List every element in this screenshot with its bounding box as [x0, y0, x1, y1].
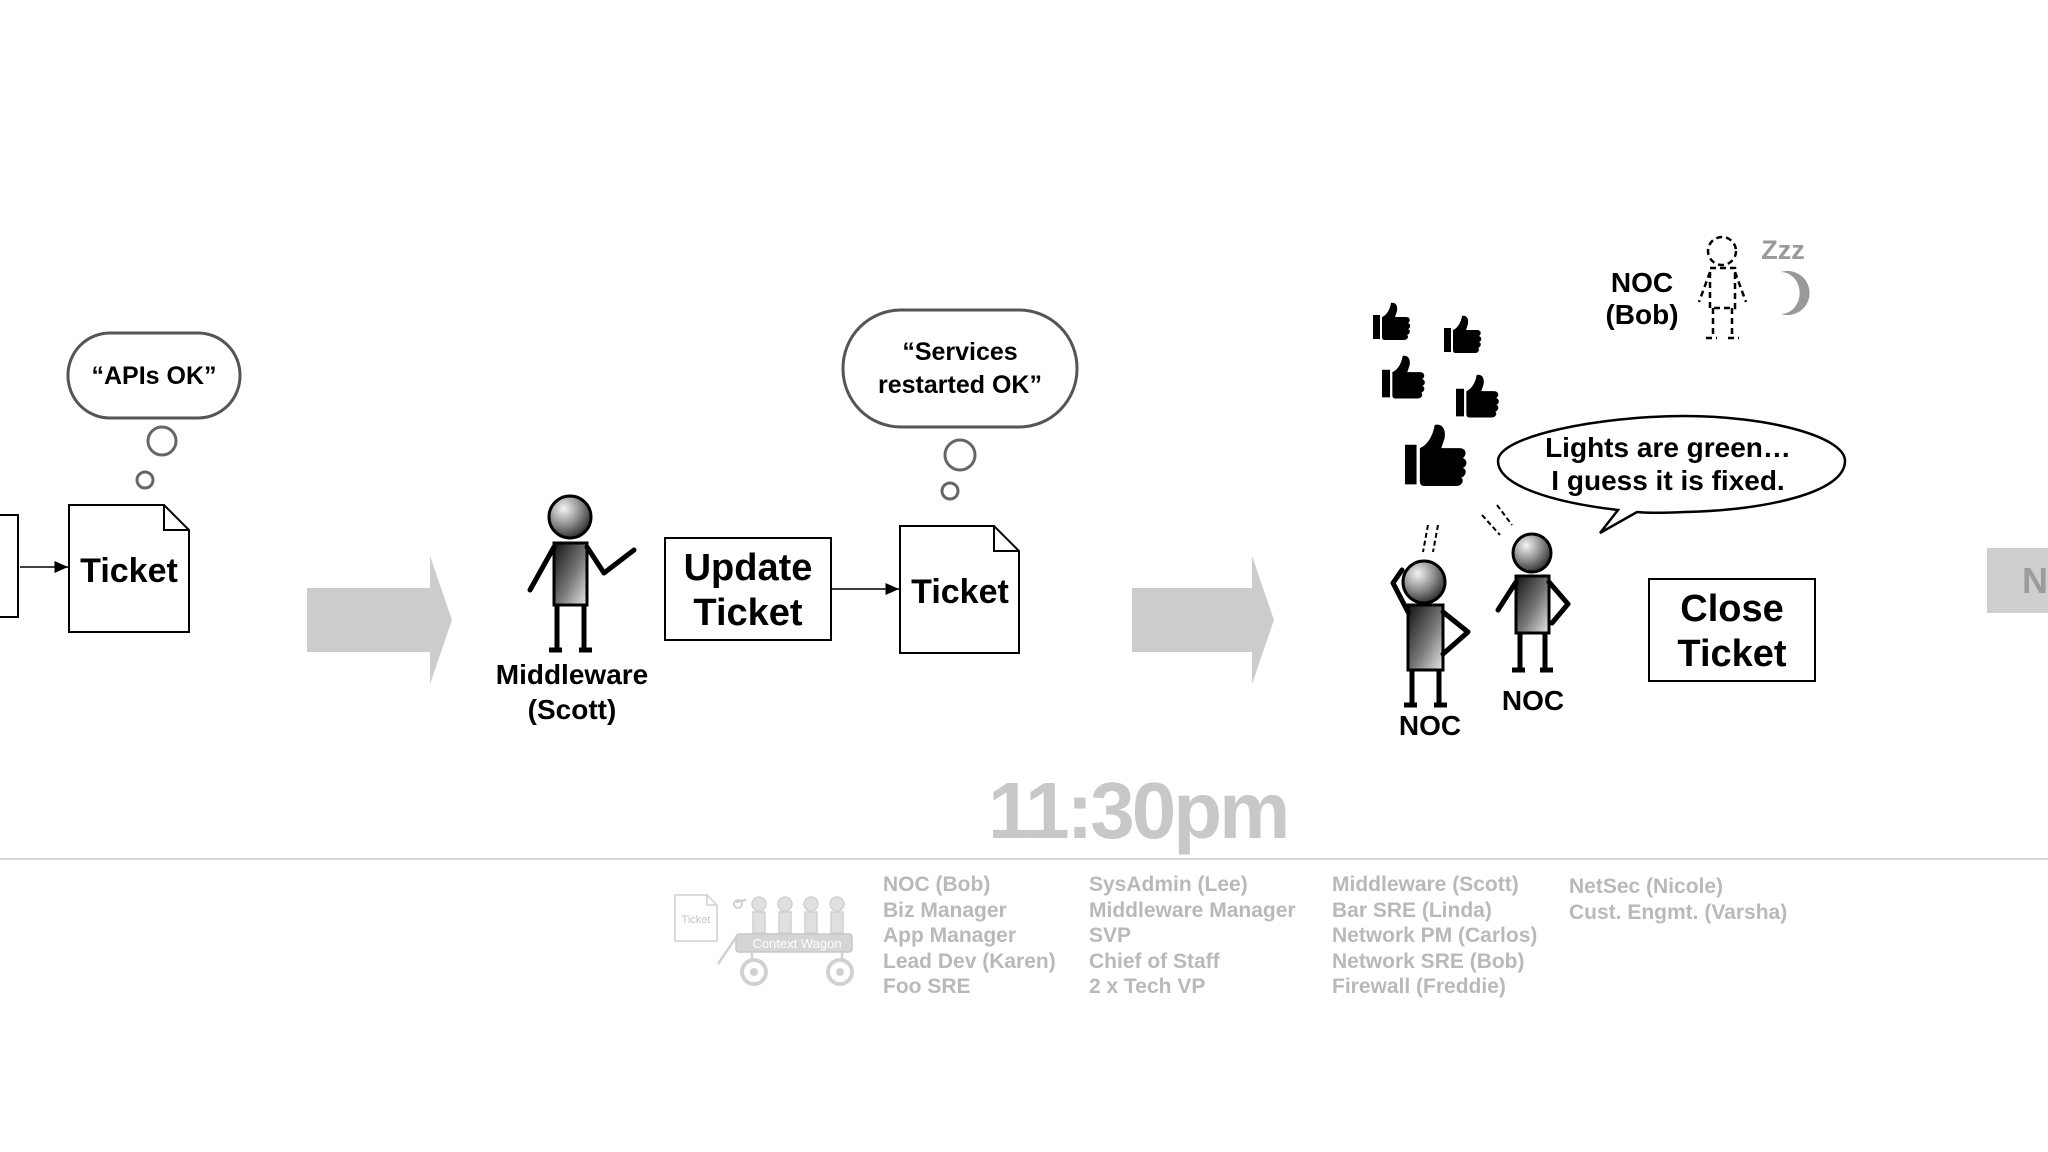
scene2: Middleware (Scott) Update Ticket Ticket … [496, 308, 1079, 725]
time-label: 11:30pm [988, 766, 1290, 855]
speech-text: Lights are green… [1545, 432, 1791, 463]
thought-bubble-2: “Services restarted OK” [841, 308, 1079, 501]
action-label: Close [1680, 588, 1783, 630]
sleeper-name: (Bob) [1605, 299, 1678, 330]
roster-entry: Network PM (Carlos) [1332, 924, 1538, 947]
moon-icon [1781, 271, 1810, 315]
speech-bubble: Lights are green… I guess it is fixed. [1496, 414, 1847, 535]
ticket-label: Ticket [80, 552, 178, 590]
sleeping-noc: NOC (Bob) Zzz [1605, 235, 1810, 340]
roster-column-3: Middleware (Scott) Bar SRE (Linda) Netwo… [1332, 872, 1537, 1000]
roster-entry: 2 x Tech VP [1089, 975, 1206, 998]
divider [0, 858, 2048, 860]
roster-column-1: NOC (Bob) Biz Manager App Manager Lead D… [883, 872, 1056, 1000]
update-ticket-box: Update Ticket [664, 537, 832, 641]
ticket-document-1: Ticket [68, 504, 190, 633]
roster-entry: Foo SRE [883, 975, 971, 998]
wagon-label: Context Wagon [752, 936, 841, 951]
roster-entry: Firewall (Freddie) [1332, 975, 1506, 998]
sleeper-name: NOC [1611, 267, 1673, 298]
action-label: Ticket [693, 592, 802, 634]
stick-figure-middleware: Middleware (Scott) [496, 494, 648, 725]
person-name: NOC [1399, 710, 1461, 741]
roster-entry: App Manager [883, 924, 1017, 947]
person-name: Middleware [496, 659, 648, 690]
roster-entry: Middleware Manager [1089, 898, 1296, 922]
dashed-stick-figure-icon [1697, 235, 1748, 340]
roster-entry: NetSec (Nicole) [1569, 875, 1724, 898]
roster-entry: Biz Manager [883, 898, 1007, 922]
roster-entry: Cust. Engmt. (Varsha) [1569, 900, 1788, 924]
ticket-document-2: Ticket [899, 525, 1020, 654]
thumbs-up-icons [1373, 302, 1499, 487]
roster-entry: Bar SRE (Linda) [1332, 898, 1492, 922]
roster-column-2: SysAdmin (Lee) Middleware Manager SVP Ch… [1089, 872, 1296, 1000]
action-label: Ticket [1677, 633, 1786, 675]
roster-entry: Network SRE (Bob) [1332, 949, 1525, 973]
roster-entry: Chief of Staff [1089, 949, 1220, 973]
next-slide-tab[interactable]: N [1987, 548, 2048, 613]
scene3: NOC (Bob) Zzz Lights are green… I guess … [1373, 235, 1847, 741]
roster-entry: Middleware (Scott) [1332, 873, 1519, 896]
ticket-label: Ticket [911, 573, 1009, 611]
thought-text: restarted OK” [878, 371, 1042, 399]
context-wagon-icon: Ticket Context Wagon [674, 894, 854, 986]
roster-entry: Lead Dev (Karen) [883, 949, 1056, 973]
action-label: Update [684, 547, 813, 589]
wagon-ticket-icon: Ticket [674, 894, 718, 942]
roster-entry: NOC (Bob) [883, 873, 991, 896]
close-ticket-box: Close Ticket [1648, 578, 1816, 682]
thumbs-up-icon [1373, 302, 1411, 340]
thought-text: “APIs OK” [91, 362, 216, 390]
person-name: (Scott) [528, 694, 617, 725]
thought-text: “Services [902, 338, 1017, 366]
roster-entry: SysAdmin (Lee) [1089, 873, 1248, 896]
thumbs-up-icon [1444, 315, 1482, 353]
stick-figure-noc-right: NOC [1495, 532, 1571, 716]
roster-entry: SVP [1089, 924, 1132, 947]
flow-arrow-2 [1132, 556, 1274, 684]
wagon-ticket-label: Ticket [682, 914, 711, 926]
thumbs-up-icon [1456, 374, 1499, 418]
roster-column-4: NetSec (Nicole) Cust. Engmt. (Varsha) [1569, 874, 1787, 925]
thumbs-up-icon [1382, 355, 1425, 399]
zzz-text: Zzz [1761, 235, 1805, 265]
previous-box [0, 514, 19, 618]
flow-arrow-1 [307, 556, 452, 684]
stick-figure-noc-left: NOC [1390, 559, 1471, 741]
speech-text: I guess it is fixed. [1551, 465, 1784, 496]
thumbs-up-icon [1405, 424, 1467, 487]
scene1: Ticket “APIs OK” [0, 331, 242, 633]
person-name: NOC [1502, 685, 1564, 716]
motion-ticks [1422, 504, 1513, 553]
thought-bubble-1: “APIs OK” [66, 331, 242, 490]
